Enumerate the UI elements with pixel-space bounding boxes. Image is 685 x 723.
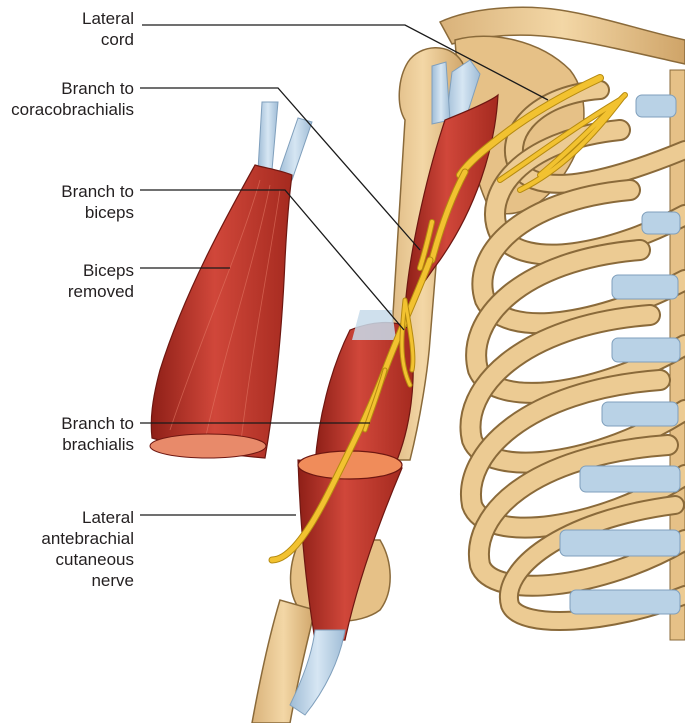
label-branch-brachialis: Branch to brachialis (61, 414, 134, 454)
label-lateral-antebrachial: Lateral antebrachial cutaneous nerve (41, 508, 134, 590)
leader-lines (140, 24, 549, 516)
biceps-removed-muscle (149, 101, 313, 459)
rib-cage (438, 6, 685, 641)
leader-branch-biceps (140, 189, 405, 331)
clavicle (438, 6, 685, 65)
leader-branch-coracobrachialis (140, 87, 421, 251)
label-lateral-cord: Lateral cord (82, 9, 134, 49)
label-biceps-removed: Biceps removed (67, 261, 134, 301)
nerves (268, 74, 628, 564)
leader-lateral-cord (142, 24, 549, 101)
label-branch-biceps: Branch to biceps (61, 182, 134, 222)
label-branch-coracobrachialis: Branch to coracobrachialis (11, 79, 134, 119)
